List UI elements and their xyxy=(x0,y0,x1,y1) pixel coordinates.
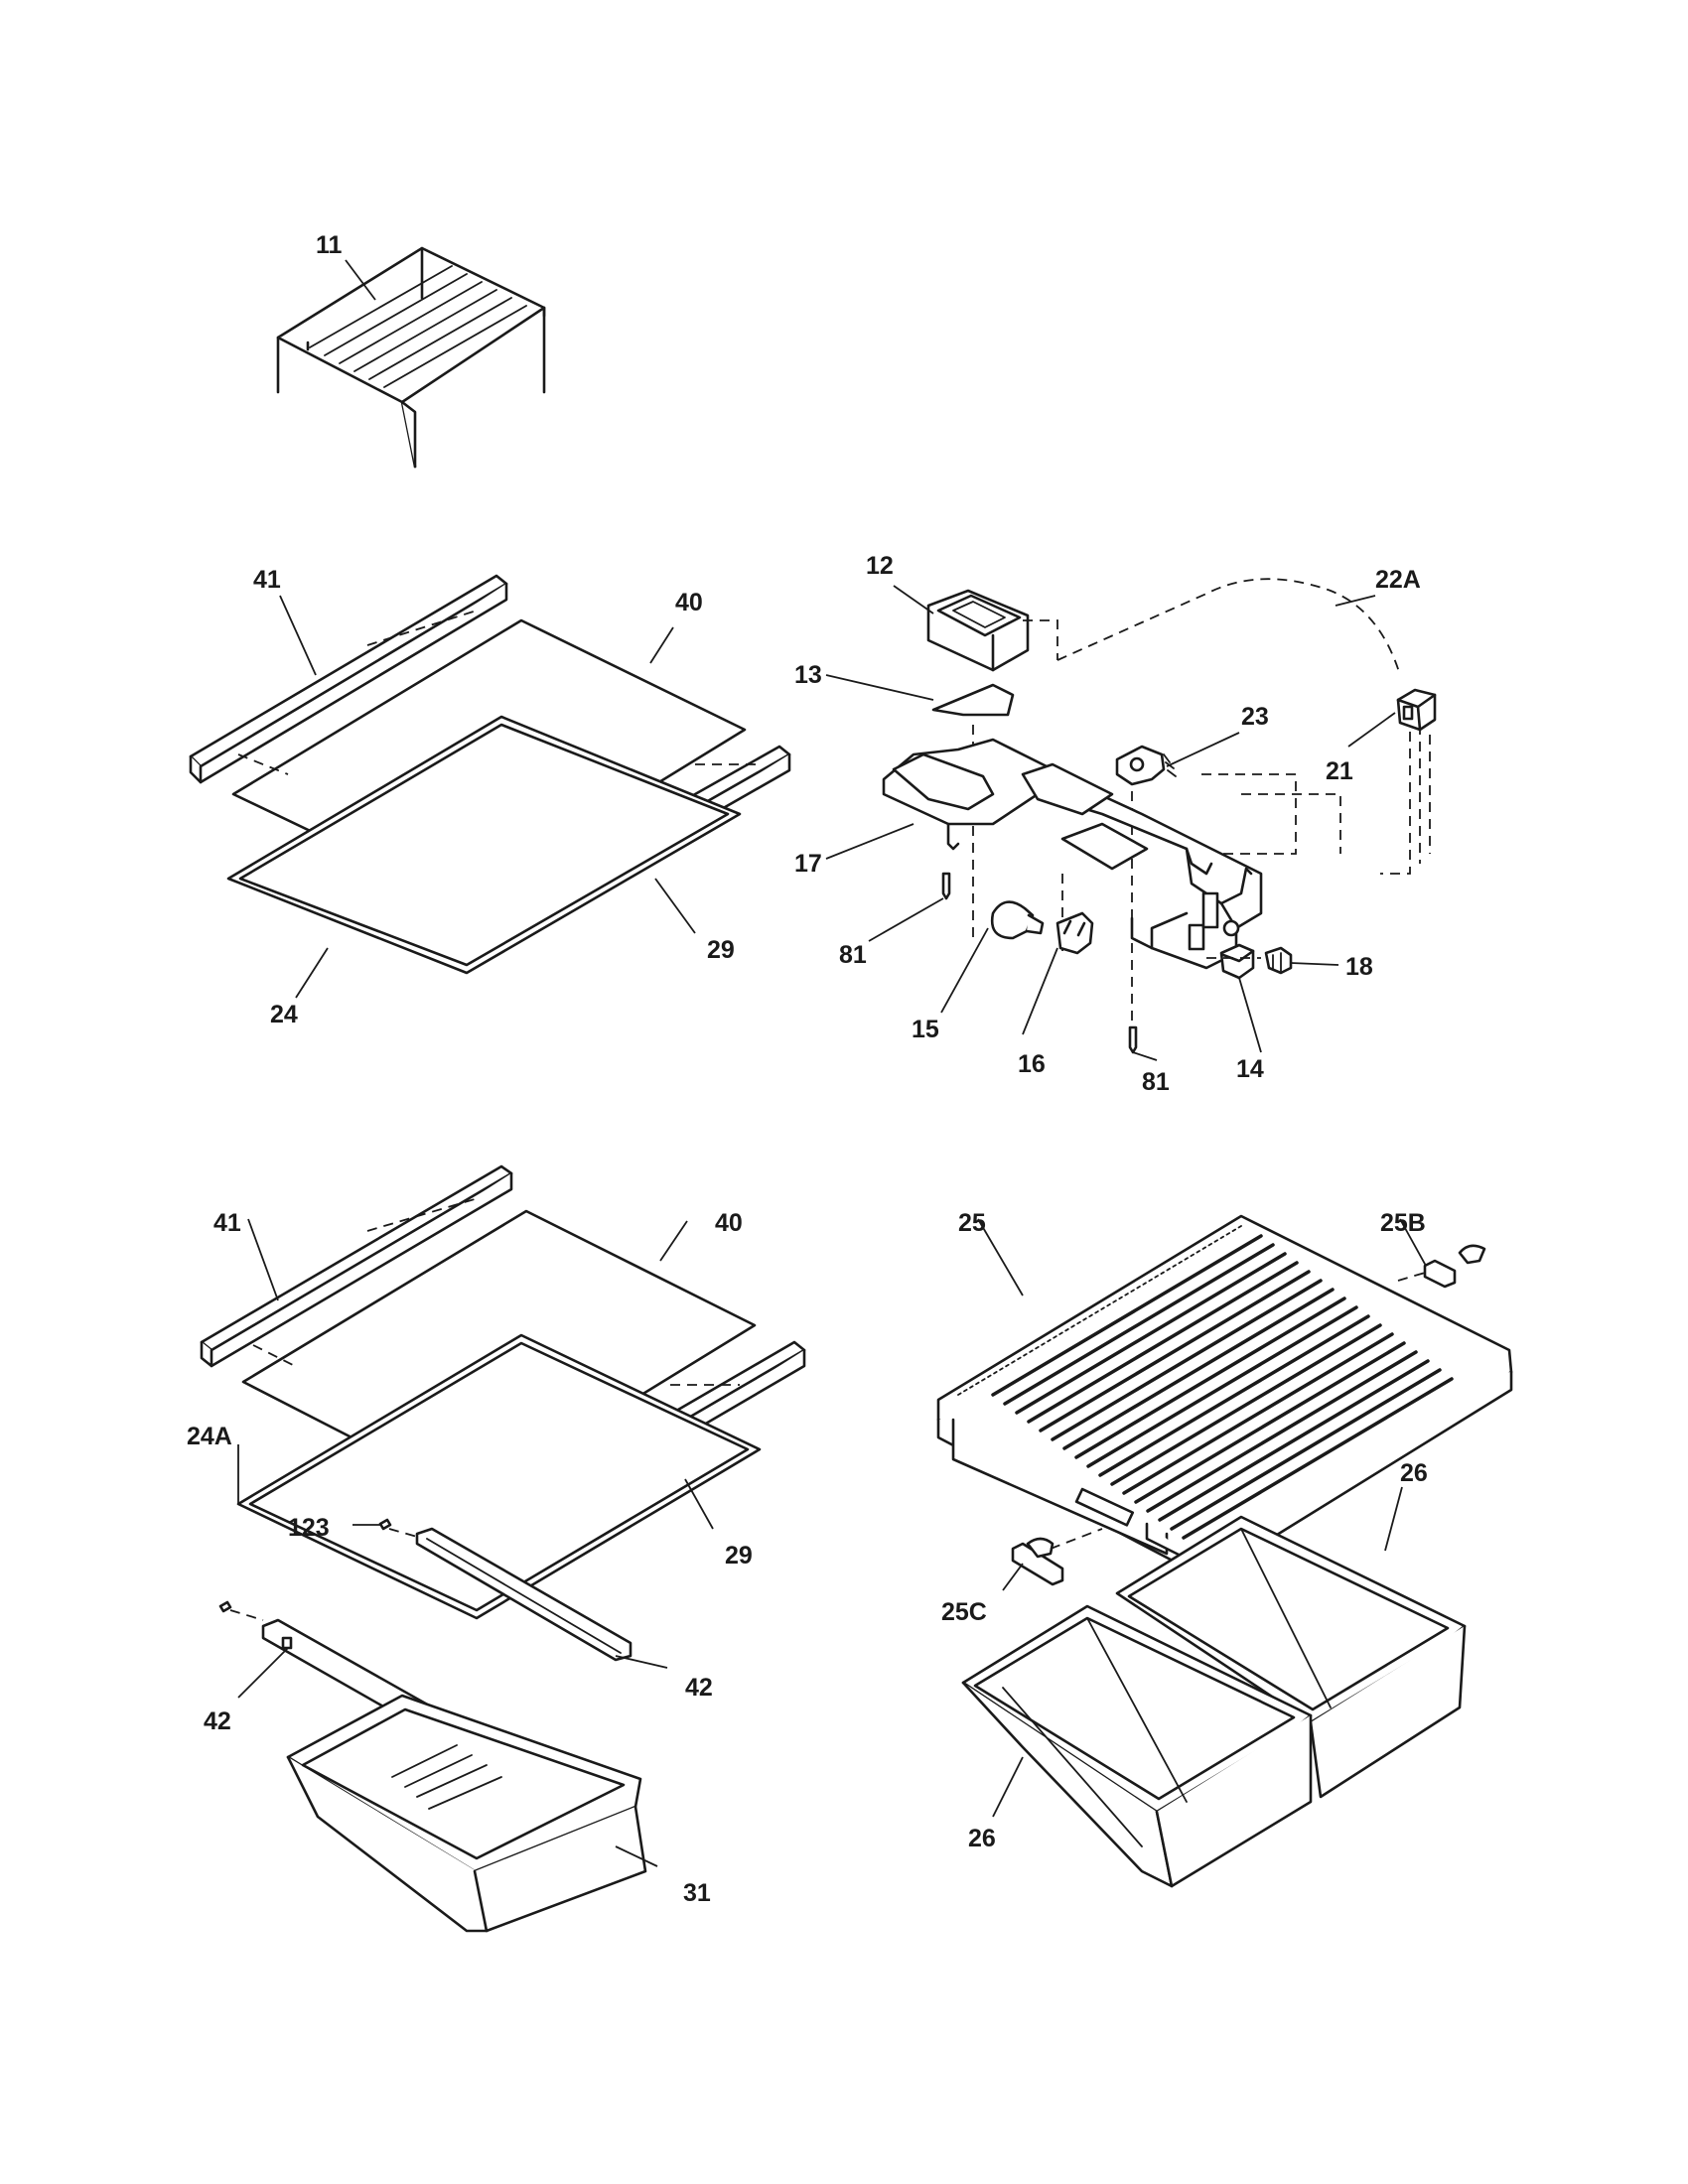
callout-labels: 11 41 40 29 24 12 13 17 81 15 16 81 14 1… xyxy=(187,231,1428,1907)
callout-21: 21 xyxy=(1326,757,1353,785)
callout-81-right: 81 xyxy=(1142,1068,1170,1096)
glass-shelf-and-crisper-assembly xyxy=(200,1164,806,1933)
callout-31: 31 xyxy=(683,1879,711,1907)
callout-18: 18 xyxy=(1345,953,1373,981)
callout-26-left: 26 xyxy=(968,1825,996,1852)
callout-24: 24 xyxy=(270,1001,298,1028)
callout-123: 123 xyxy=(288,1514,330,1542)
callout-13: 13 xyxy=(794,661,822,689)
callout-42-right: 42 xyxy=(685,1674,713,1702)
callout-17: 17 xyxy=(794,850,822,878)
callout-40-top: 40 xyxy=(675,589,703,616)
callout-11: 11 xyxy=(316,231,343,259)
wire-shelf-part-11 xyxy=(276,246,546,469)
callout-25B: 25B xyxy=(1380,1209,1426,1237)
callout-16: 16 xyxy=(1018,1050,1046,1078)
callout-41-top: 41 xyxy=(253,566,281,594)
callout-25C: 25C xyxy=(941,1598,987,1626)
callout-40-bottom: 40 xyxy=(715,1209,743,1237)
callout-14: 14 xyxy=(1236,1055,1264,1083)
control-housing-assembly xyxy=(882,578,1437,1054)
callout-42-left: 42 xyxy=(204,1707,231,1735)
callout-12: 12 xyxy=(866,552,894,580)
cover-ribs xyxy=(991,1234,1454,1540)
callout-24A: 24A xyxy=(187,1423,232,1450)
callout-81-left: 81 xyxy=(839,941,867,969)
glass-shelf-assembly-top xyxy=(189,574,791,975)
callout-15: 15 xyxy=(912,1016,939,1043)
callout-29-top: 29 xyxy=(707,936,735,964)
callout-41-bottom: 41 xyxy=(213,1209,241,1237)
leader-lines xyxy=(237,259,1427,1867)
callout-25: 25 xyxy=(958,1209,986,1237)
crisper-cover-and-pans-assembly xyxy=(936,1214,1513,1888)
callout-22A: 22A xyxy=(1375,566,1421,594)
callout-29-bottom: 29 xyxy=(725,1542,753,1570)
callout-23: 23 xyxy=(1241,703,1269,731)
callout-26-right: 26 xyxy=(1400,1459,1428,1487)
